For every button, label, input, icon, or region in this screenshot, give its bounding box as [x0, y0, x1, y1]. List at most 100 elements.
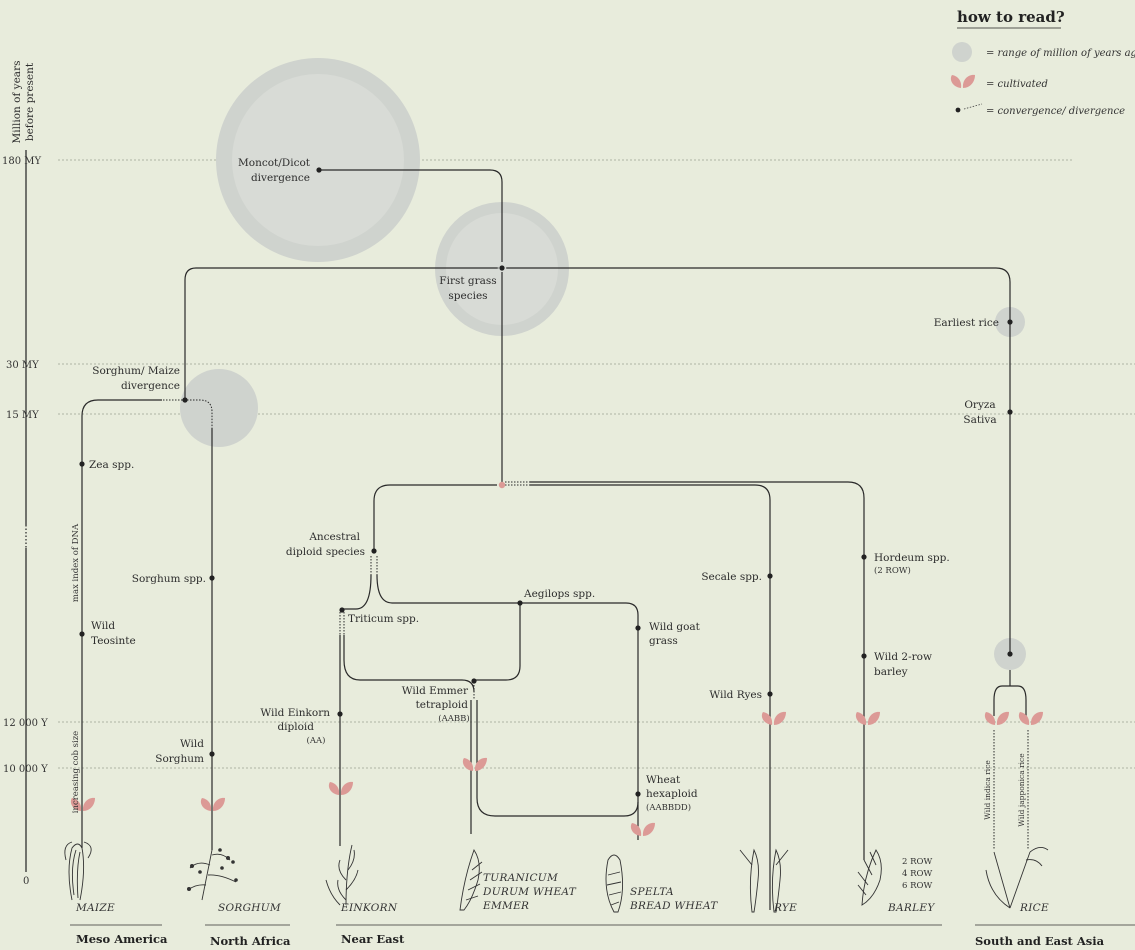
- region-asia: South and East Asia: [975, 934, 1105, 948]
- barley-illustration: [857, 849, 882, 906]
- label-emmer-3: (AABB): [438, 713, 469, 724]
- label-goat-2: grass: [649, 635, 678, 647]
- legend-range: = range of million of years ago: [986, 48, 1135, 59]
- label-goat-1: Wild goat: [649, 621, 701, 633]
- axis-title-line1: Million of years: [11, 61, 23, 144]
- leaf-icon: [984, 711, 1009, 725]
- wheat-illustration: [459, 849, 483, 911]
- axis-title-line2: before present: [24, 62, 36, 141]
- rice-illustration: [985, 847, 1049, 909]
- legend: how to read? = range of million of years…: [950, 8, 1135, 117]
- label-grass-1: First grass: [439, 275, 496, 287]
- label-hordeum: Hordeum spp.: [874, 552, 950, 564]
- label-emmer-1: Wild Emmer: [402, 685, 469, 697]
- label-barley-2: barley: [874, 666, 908, 678]
- leaf-icon: [328, 781, 353, 795]
- cultivated-leaves: [70, 711, 1043, 836]
- bubble-sorghum-maize: [180, 369, 258, 447]
- crop-rice: RICE: [1019, 902, 1049, 914]
- label-wild-sorghum-1: Wild: [180, 738, 204, 750]
- label-einkorn-1: Wild Einkorn: [260, 707, 330, 719]
- regions: Meso America North Africa Near East Sout…: [70, 924, 1135, 948]
- legend-bubble-icon: [952, 42, 972, 62]
- tick-0: 0: [23, 876, 29, 887]
- crop-maize: MAIZE: [75, 902, 115, 914]
- label-hexa-3: (AABBDD): [646, 802, 691, 813]
- crop-sorghum: SORGHUM: [218, 902, 281, 914]
- time-grid: [58, 159, 1135, 769]
- label-triticum: Triticum spp.: [348, 613, 419, 625]
- crop-barley: BARLEY: [887, 902, 935, 914]
- crop-row6: 6 ROW: [902, 881, 932, 891]
- label-cob-note: increasing cob size: [71, 731, 81, 813]
- leaf-icon: [1018, 711, 1043, 725]
- leaf-icon: [855, 711, 880, 725]
- crop-spelta: SPELTA: [630, 886, 674, 898]
- crop-row2: 2 ROW: [902, 857, 932, 867]
- spelta-illustration: [605, 854, 623, 913]
- leaf-icon: [630, 822, 655, 836]
- label-moncot-2: divergence: [251, 172, 310, 184]
- tick-30my: 30 MY: [6, 360, 39, 371]
- label-barley-1: Wild 2-row: [874, 651, 932, 663]
- crop-durum: DURUM WHEAT: [482, 886, 577, 898]
- leaf-icon: [70, 797, 95, 811]
- maize-illustration: [64, 841, 92, 901]
- legend-dot-icon: [955, 107, 961, 113]
- label-indica: Wild indica rice: [983, 760, 992, 820]
- label-oryza-1: Oryza: [964, 399, 995, 411]
- sorghum-illustration: [187, 848, 238, 901]
- label-hexa-2: hexaploid: [646, 788, 698, 800]
- leaf-icon: [200, 797, 225, 811]
- tick-180my: 180 MY: [2, 156, 42, 167]
- label-moncot-1: Moncot/Dicot: [238, 157, 311, 169]
- label-ancestral-1: Ancestral: [308, 531, 360, 543]
- label-japonica: Wild japponica rice: [1017, 753, 1026, 827]
- rye-illustration: [739, 848, 789, 913]
- label-ancestral-2: diploid species: [286, 546, 365, 558]
- label-emmer-2: tetraploid: [416, 699, 469, 711]
- legend-leaf-icon: [950, 74, 975, 88]
- region-near-east: Near East: [341, 932, 405, 946]
- label-secale: Secale spp.: [701, 571, 762, 583]
- label-einkorn-3: (AA): [307, 735, 326, 746]
- label-dna-note: max index of DNA: [71, 523, 81, 602]
- legend-convergence: = convergence/ divergence: [986, 106, 1125, 117]
- label-wild-sorghum-2: Sorghum: [155, 753, 204, 765]
- tree-branches: [81, 169, 1029, 910]
- label-aegilops: Aegilops spp.: [523, 588, 595, 600]
- crop-turanicum: TURANICUM: [483, 872, 558, 884]
- label-grass-2: species: [448, 290, 487, 302]
- crop-rye: RYE: [773, 902, 797, 914]
- node-dots: [79, 167, 1013, 797]
- crop-names: MAIZE SORGHUM EINKORN TURANICUM DURUM WH…: [75, 857, 1049, 914]
- region-north-africa: North Africa: [210, 934, 291, 948]
- crop-bread: BREAD WHEAT: [629, 900, 718, 912]
- label-wild-ryes: Wild Ryes: [709, 689, 762, 701]
- tick-12000y: 12 000 Y: [3, 718, 48, 729]
- label-sorghum-maize-2: divergence: [121, 380, 180, 392]
- crop-row4: 4 ROW: [902, 869, 932, 879]
- label-sorghum-maize-1: Sorghum/ Maize: [92, 365, 180, 377]
- label-einkorn-2: diploid: [277, 721, 314, 733]
- tick-10000y: 10 000 Y: [3, 764, 48, 775]
- label-teosinte-1: Wild: [91, 620, 115, 632]
- leaf-icon: [761, 711, 786, 725]
- crop-einkorn: EINKORN: [340, 902, 398, 914]
- legend-cultivated: = cultivated: [986, 79, 1048, 90]
- label-zea: Zea spp.: [89, 459, 134, 471]
- crop-emmer: EMMER: [482, 900, 529, 912]
- range-bubbles: [180, 58, 1026, 670]
- label-earliest-rice: Earliest rice: [934, 317, 999, 329]
- label-teosinte-2: Teosinte: [91, 635, 136, 647]
- leaf-icon: [462, 757, 487, 771]
- legend-title: how to read?: [957, 8, 1065, 26]
- label-oryza-2: Sativa: [963, 414, 996, 426]
- label-hordeum-row: (2 ROW): [874, 565, 911, 576]
- node-labels: Moncot/Dicot divergence First grass spec…: [71, 157, 1026, 827]
- tick-15my: 15 MY: [6, 410, 39, 421]
- region-meso: Meso America: [76, 932, 168, 946]
- einkorn-illustration: [325, 844, 359, 906]
- crop-illustrations: [64, 841, 1049, 913]
